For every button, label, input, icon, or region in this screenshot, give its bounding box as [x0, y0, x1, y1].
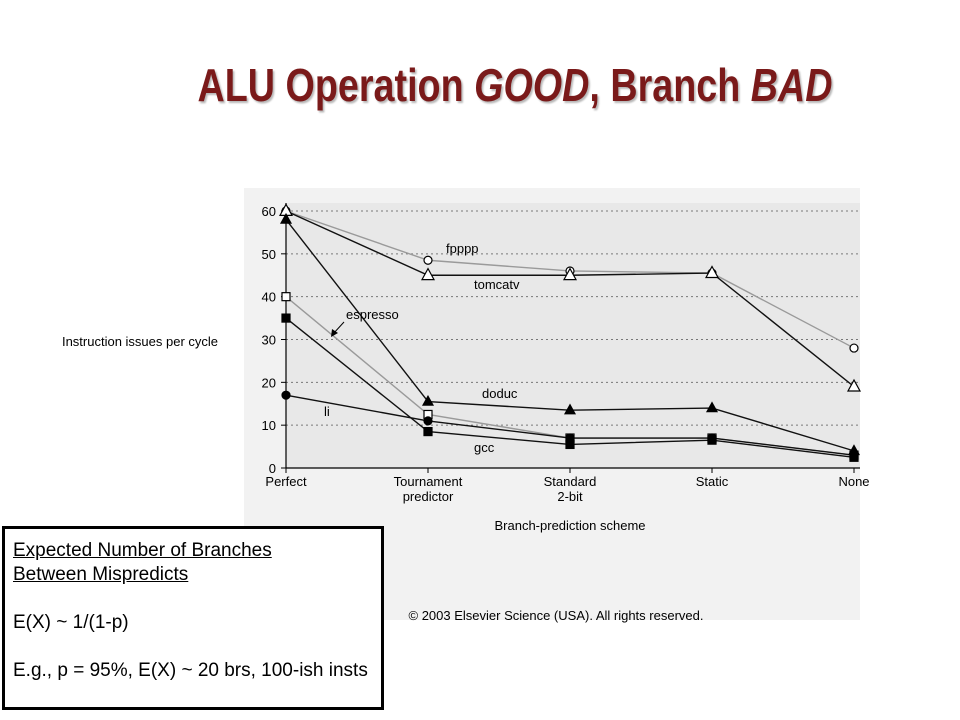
plot-background — [286, 203, 860, 468]
data-point-gcc — [707, 435, 717, 445]
data-point-fpppp — [849, 343, 859, 353]
note-heading-line2: Between Mispredicts — [13, 564, 189, 585]
series-label-gcc: gcc — [474, 440, 495, 455]
x-axis-label: Branch-prediction scheme — [494, 518, 645, 533]
y-tick-label: 10 — [262, 418, 276, 433]
x-tick-label: None — [838, 474, 869, 489]
title-part-4: BAD — [750, 59, 833, 111]
data-point-gcc — [565, 439, 575, 450]
y-tick-label: 40 — [262, 290, 276, 305]
note-formula: E(X) ~ 1/(1-p) — [13, 612, 129, 633]
x-tick-label: Standard — [544, 474, 597, 489]
title-part-2: GOOD — [474, 59, 590, 111]
data-point-li — [281, 390, 291, 400]
x-tick-label: Tournament — [394, 474, 463, 489]
espresso-arrow-head — [331, 329, 338, 337]
y-tick-label: 0 — [269, 461, 276, 476]
data-point-gcc — [281, 313, 291, 323]
series-label-tomcatv: tomcatv — [474, 277, 520, 292]
data-point-doduc — [421, 394, 435, 406]
data-point-li — [423, 416, 433, 426]
data-point-fpppp — [423, 255, 433, 265]
y-tick-label: 20 — [262, 375, 276, 390]
note-heading-line1: Expected Number of Branches — [13, 540, 272, 561]
x-tick-label: 2-bit — [557, 489, 583, 504]
data-point-tomcatv — [562, 267, 578, 281]
data-point-doduc — [705, 401, 719, 413]
y-tick-label: 50 — [262, 247, 276, 262]
series-label-li: li — [324, 404, 330, 419]
x-tick-label: Perfect — [265, 474, 307, 489]
y-axis-label: Instruction issues per cycle — [62, 334, 218, 349]
note-box: Expected Number of Branches Between Misp… — [2, 526, 384, 710]
title-part-3: , Branch — [589, 59, 751, 111]
data-point-tomcatv — [846, 378, 862, 392]
series-label-doduc: doduc — [482, 386, 518, 401]
data-point-doduc — [563, 403, 577, 415]
x-tick-label: predictor — [403, 489, 454, 504]
page-title: ALU Operation GOOD, Branch BAD — [93, 58, 938, 112]
note-example: E.g., p = 95%, E(X) ~ 20 brs, 100-ish in… — [13, 660, 368, 681]
data-point-tomcatv — [420, 267, 436, 281]
data-point-gcc — [849, 452, 859, 462]
series-label-espresso: espresso — [346, 307, 399, 322]
y-tick-label: 30 — [262, 333, 276, 348]
x-tick-label: Static — [696, 474, 729, 489]
series-label-fpppp: fpppp — [446, 241, 479, 256]
copyright-text: © 2003 Elsevier Science (USA). All right… — [409, 608, 704, 623]
data-point-espresso — [281, 292, 291, 302]
data-point-gcc — [423, 426, 433, 437]
data-point-tomcatv — [704, 265, 720, 279]
data-point-doduc — [279, 212, 293, 224]
title-part-1: ALU Operation — [197, 59, 475, 111]
y-tick-label: 60 — [262, 204, 276, 219]
